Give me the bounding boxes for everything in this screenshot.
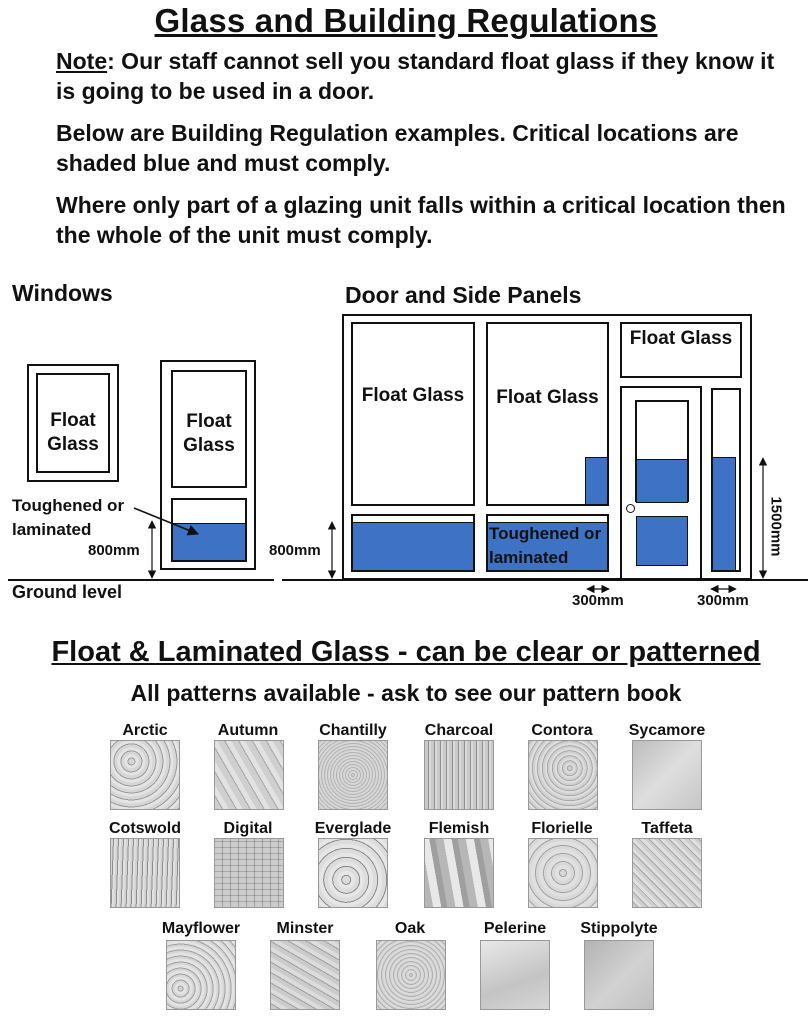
top-light-float-label: Float Glass <box>629 328 733 349</box>
pattern-label-sycamore: Sycamore <box>628 722 706 739</box>
pattern-swatch-contora <box>528 740 598 810</box>
pattern-swatch-florielle <box>528 838 598 908</box>
pattern-label-cotswold: Cotswold <box>109 820 181 837</box>
pattern-swatch-autumn <box>214 740 284 810</box>
windows-heading: Windows <box>12 280 113 306</box>
pattern-label-stippolyte: Stippolyte <box>580 920 658 937</box>
pattern-swatch-cotswold <box>110 838 180 908</box>
pattern-swatch-minster <box>270 940 340 1010</box>
side-light-critical-zone <box>712 457 736 571</box>
doors-800mm-label: 800mm <box>269 542 321 559</box>
pattern-label-taffeta: Taffeta <box>641 820 693 837</box>
patterns-heading: Float & Laminated Glass - can be clear o… <box>51 636 761 668</box>
pattern-swatch-stippolyte <box>584 940 654 1010</box>
windows-800mm-label: 800mm <box>88 542 140 559</box>
partial-unit-paragraph: Where only part of a glazing unit falls … <box>56 192 786 248</box>
side-panel-2-float-label: Float Glass <box>496 387 599 408</box>
pattern-swatch-arctic <box>110 740 180 810</box>
pattern-label-charcoal: Charcoal <box>424 722 494 739</box>
pattern-label-flemish: Flemish <box>428 820 490 837</box>
door-lower-critical-zone <box>636 516 688 566</box>
pattern-label-digital: Digital <box>223 820 273 837</box>
window-1-frame: Float Glass <box>27 364 119 482</box>
pattern-label-oak: Oak <box>394 920 426 937</box>
pattern-label-contora: Contora <box>531 722 593 739</box>
diagram-lines <box>8 457 808 594</box>
pattern-label-arctic: Arctic <box>122 722 168 739</box>
pattern-label-chantilly: Chantilly <box>319 722 387 739</box>
side-panel-1-float-label: Float Glass <box>361 385 465 406</box>
pattern-swatch-taffeta <box>632 838 702 908</box>
pattern-swatch-charcoal <box>424 740 494 810</box>
pattern-swatch-oak <box>376 940 446 1010</box>
pattern-label-autumn: Autumn <box>217 722 279 739</box>
windows-toughened-label: Toughened or laminated <box>12 496 125 539</box>
pattern-swatch-pelerine <box>480 940 550 1010</box>
pattern-swatch-chantilly <box>318 740 388 810</box>
side-panel-2-upper-critical-zone <box>585 457 608 505</box>
doors-heading: Door and Side Panels <box>345 282 582 308</box>
patterns-subheading: All patterns available - ask to see our … <box>130 680 682 706</box>
pattern-swatch-flemish <box>424 838 494 908</box>
top-light-pane: Float Glass <box>620 322 742 378</box>
window-2-frame: Float Glass <box>160 360 256 570</box>
pattern-label-mayflower: Mayflower <box>161 920 241 937</box>
side-light-gap-label: 300mm <box>697 592 749 609</box>
doors-toughened-label: Toughened or laminated <box>489 524 602 567</box>
page-title: Glass and Building Regulations <box>154 2 658 39</box>
window-2-critical-zone <box>172 523 246 561</box>
pattern-swatch-mayflower <box>166 940 236 1010</box>
pattern-label-minster: Minster <box>276 920 334 937</box>
side-panel-1-upper: Float Glass <box>351 322 475 506</box>
window-2-float-label: Float Glass <box>183 411 235 456</box>
pattern-label-pelerine: Pelerine <box>483 920 547 937</box>
window-1-float-label: Float Glass <box>47 410 99 455</box>
note-label: Note <box>56 48 108 74</box>
window-1-pane: Float Glass <box>36 373 110 473</box>
pattern-label-florielle: Florielle <box>531 820 593 837</box>
side-panel-1-critical-zone <box>352 522 474 571</box>
window-2-upper-pane: Float Glass <box>171 370 247 488</box>
note-paragraph: Note: Our staff cannot sell you standard… <box>56 46 796 106</box>
ground-level-label: Ground level <box>12 582 123 602</box>
pattern-label-everglade: Everglade <box>314 820 392 837</box>
pattern-swatch-everglade <box>318 838 388 908</box>
note-text: : Our staff cannot sell you standard flo… <box>56 48 775 104</box>
side-panel-2-critical-zone <box>487 522 608 571</box>
door-gap-label: 300mm <box>572 592 624 609</box>
pattern-swatch-digital <box>214 838 284 908</box>
door-upper-critical-zone <box>636 459 688 503</box>
examples-paragraph: Below are Building Regulation examples. … <box>56 120 739 176</box>
pattern-swatch-sycamore <box>632 740 702 810</box>
door-handle-icon <box>626 504 635 513</box>
